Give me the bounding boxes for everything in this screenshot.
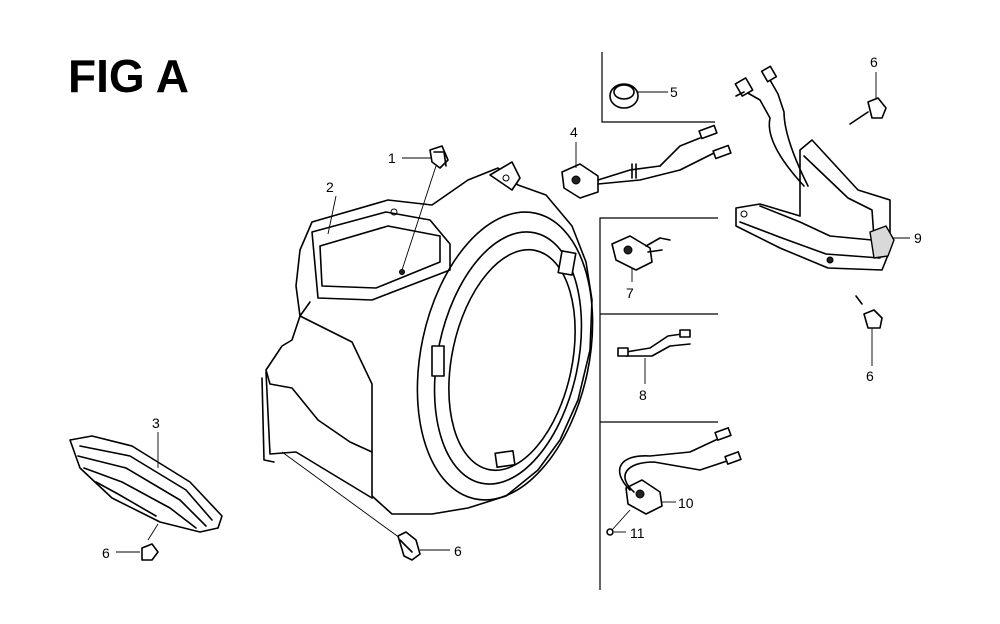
- leader-lines: [116, 142, 577, 553]
- callout-3: 3: [152, 415, 160, 431]
- wire-harness: [617, 329, 691, 384]
- switch-assembly: [561, 124, 732, 199]
- callout-6-mid-right: 6: [866, 368, 874, 384]
- callout-6-upper-right: 6: [870, 54, 878, 70]
- sensor-part-7: [611, 235, 671, 282]
- callout-2: 2: [326, 179, 334, 195]
- callout-5: 5: [670, 84, 678, 100]
- callout-7: 7: [626, 285, 634, 301]
- callout-11: 11: [630, 525, 645, 541]
- callout-8: 8: [639, 387, 647, 403]
- clip-part: [401, 145, 449, 271]
- bolt-lower-left: [141, 523, 159, 561]
- guard-plate: [69, 435, 223, 533]
- fan-cover-shroud: [261, 161, 594, 515]
- grommet: [609, 83, 668, 109]
- callout-6-lower-left: 6: [102, 545, 110, 561]
- callout-10: 10: [678, 495, 694, 511]
- switch-part-10: [606, 427, 742, 536]
- panel-frames: [599, 52, 718, 590]
- bracket-part-9: [734, 65, 910, 271]
- callout-labels: 1 2 3 4 5 6 6 6 6 7 8 9 10 11: [102, 54, 922, 561]
- callout-4: 4: [570, 124, 578, 140]
- callout-9: 9: [914, 230, 922, 246]
- callout-6-lower-center: 6: [454, 543, 462, 559]
- callout-1: 1: [388, 150, 396, 166]
- bolt-mid-right: [855, 295, 883, 366]
- bolt-lower-center: [281, 451, 421, 561]
- figure-title: FIG A: [68, 50, 189, 102]
- bolt-upper-right: [849, 72, 887, 125]
